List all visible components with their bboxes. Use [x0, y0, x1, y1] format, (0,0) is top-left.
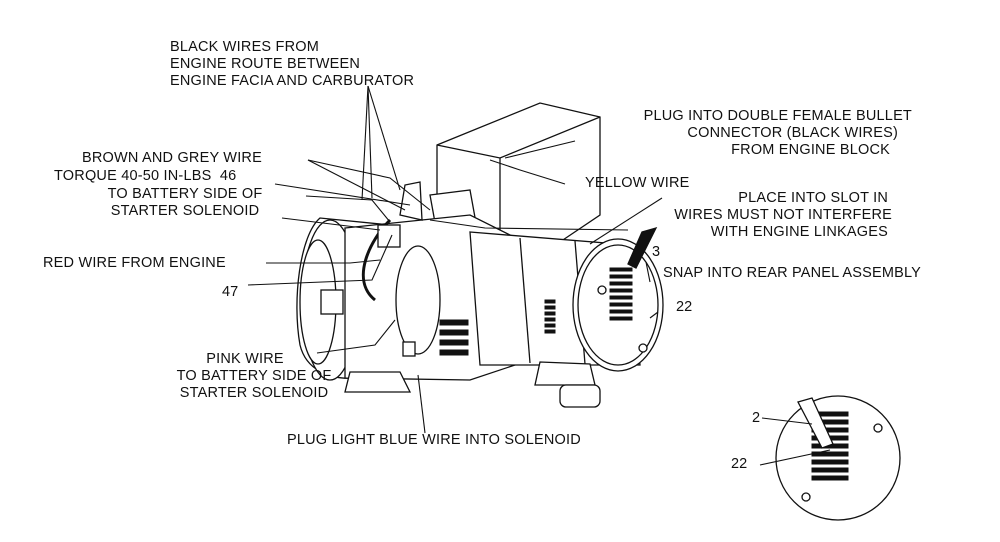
leader-lines [247, 85, 831, 466]
callout-line: PINK WIRE [206, 351, 284, 367]
callout-brown-grey-wire: BROWN AND GREY WIRE [82, 150, 262, 166]
ref-47: 47 [222, 284, 239, 300]
callout-line: STARTER SOLENOID [110, 203, 260, 219]
callout-line: FROM ENGINE BLOCK [731, 142, 890, 158]
callout-black-wires: BLACK WIRES FROM ENGINE ROUTE BETWEEN EN… [170, 39, 414, 90]
torque-text: TORQUE 40-50 IN-LBS [54, 168, 212, 184]
generator-drawing [296, 102, 664, 408]
callout-line: PLUG INTO DOUBLE FEMALE BULLET [643, 108, 912, 124]
callout-line: ENGINE FACIA AND CARBURATOR [170, 73, 415, 89]
ref-46: 46 [219, 168, 237, 184]
callout-line: WITH ENGINE LINKAGES [710, 224, 888, 240]
callout-snap-rear-panel: SNAP INTO REAR PANEL ASSEMBLY [663, 265, 922, 281]
callout-line: TO BATTERY SIDE OF [176, 368, 332, 384]
callout-pink-wire: PINK WIRE TO BATTERY SIDE OF STARTER SOL… [148, 351, 360, 402]
ref-22-main: 22 [676, 299, 693, 315]
callout-line: ENGINE ROUTE BETWEEN [170, 56, 361, 72]
callout-line: BLACK WIRES FROM [170, 39, 320, 55]
callout-light-blue-wire: PLUG LIGHT BLUE WIRE INTO SOLENOID [287, 432, 581, 448]
callout-line: PLACE INTO SLOT IN [738, 190, 888, 206]
ref-3: 3 [652, 244, 661, 260]
ref-22-detail: 22 [731, 456, 748, 472]
callout-yellow-wire: YELLOW WIRE [585, 175, 690, 191]
callout-line: STARTER SOLENOID [179, 385, 329, 401]
callout-red-wire: RED WIRE FROM ENGINE [43, 255, 226, 271]
callout-plug-double-female: PLUG INTO DOUBLE FEMALE BULLET CONNECTOR… [582, 108, 912, 159]
callout-place-slot: PLACE INTO SLOT IN WIRES MUST NOT INTERF… [620, 190, 892, 241]
callout-torque: TORQUE 40-50 IN-LBS 46 [54, 168, 236, 185]
callout-battery-side-top: TO BATTERY SIDE OF STARTER SOLENOID [70, 186, 300, 220]
ref-2: 2 [752, 410, 761, 426]
callout-line: WIRES MUST NOT INTERFERE [674, 207, 892, 223]
callout-line: TO BATTERY SIDE OF [107, 186, 263, 202]
callout-line: CONNECTOR (BLACK WIRES) [687, 125, 898, 141]
